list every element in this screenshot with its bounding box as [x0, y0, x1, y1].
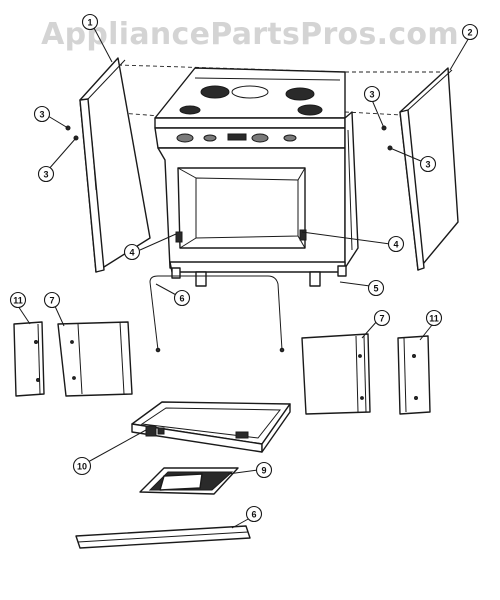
bottom-tray — [131, 401, 291, 453]
right-kick-panel — [301, 333, 371, 415]
drip-pan — [139, 467, 239, 495]
callout-7-right: 7 — [373, 309, 391, 327]
range-body — [154, 67, 359, 287]
callout-3-lower-left: 3 — [37, 165, 55, 183]
callout-1: 1 — [81, 13, 99, 31]
svg-text:4: 4 — [393, 240, 398, 250]
callout-3-upper-right: 3 — [363, 85, 381, 103]
watermark: AppliancePartsPros.com — [41, 17, 459, 52]
callout-10: 10 — [72, 456, 92, 476]
svg-text:6: 6 — [251, 510, 256, 520]
left-kick-panel — [57, 321, 133, 397]
callout-4-right: 4 — [387, 235, 405, 253]
callout-6-rod: 6 — [173, 289, 191, 307]
left-side-panel — [79, 57, 151, 273]
callout-11-right: 11 — [425, 309, 443, 327]
callout-3-upper-left: 3 — [33, 105, 51, 123]
callout-5: 5 — [367, 279, 385, 297]
svg-text:6: 6 — [179, 294, 184, 304]
support-rod — [149, 275, 285, 353]
svg-text:3: 3 — [43, 170, 48, 180]
svg-text:9: 9 — [261, 466, 266, 476]
svg-text:4: 4 — [129, 248, 134, 258]
bottom-trim-strip — [75, 525, 251, 549]
callout-6-strip: 6 — [245, 505, 263, 523]
callout-4-left: 4 — [123, 243, 141, 261]
svg-text:5: 5 — [373, 284, 378, 294]
callout-2: 2 — [461, 23, 479, 41]
svg-text:11: 11 — [429, 314, 439, 324]
svg-text:11: 11 — [13, 296, 23, 306]
leader-lines — [17, 27, 471, 529]
left-end-trim — [13, 321, 45, 397]
callout-9: 9 — [255, 461, 273, 479]
callout-3-lower-right: 3 — [419, 155, 437, 173]
callout-7-left: 7 — [43, 291, 61, 309]
svg-text:1: 1 — [87, 18, 92, 28]
svg-text:3: 3 — [39, 110, 44, 120]
svg-text:10: 10 — [77, 462, 87, 472]
svg-text:3: 3 — [369, 90, 374, 100]
svg-text:3: 3 — [425, 160, 430, 170]
svg-text:2: 2 — [467, 28, 472, 38]
svg-text:7: 7 — [379, 314, 384, 324]
right-end-trim — [397, 335, 431, 415]
callout-11-left: 11 — [9, 291, 27, 309]
svg-text:7: 7 — [49, 296, 54, 306]
